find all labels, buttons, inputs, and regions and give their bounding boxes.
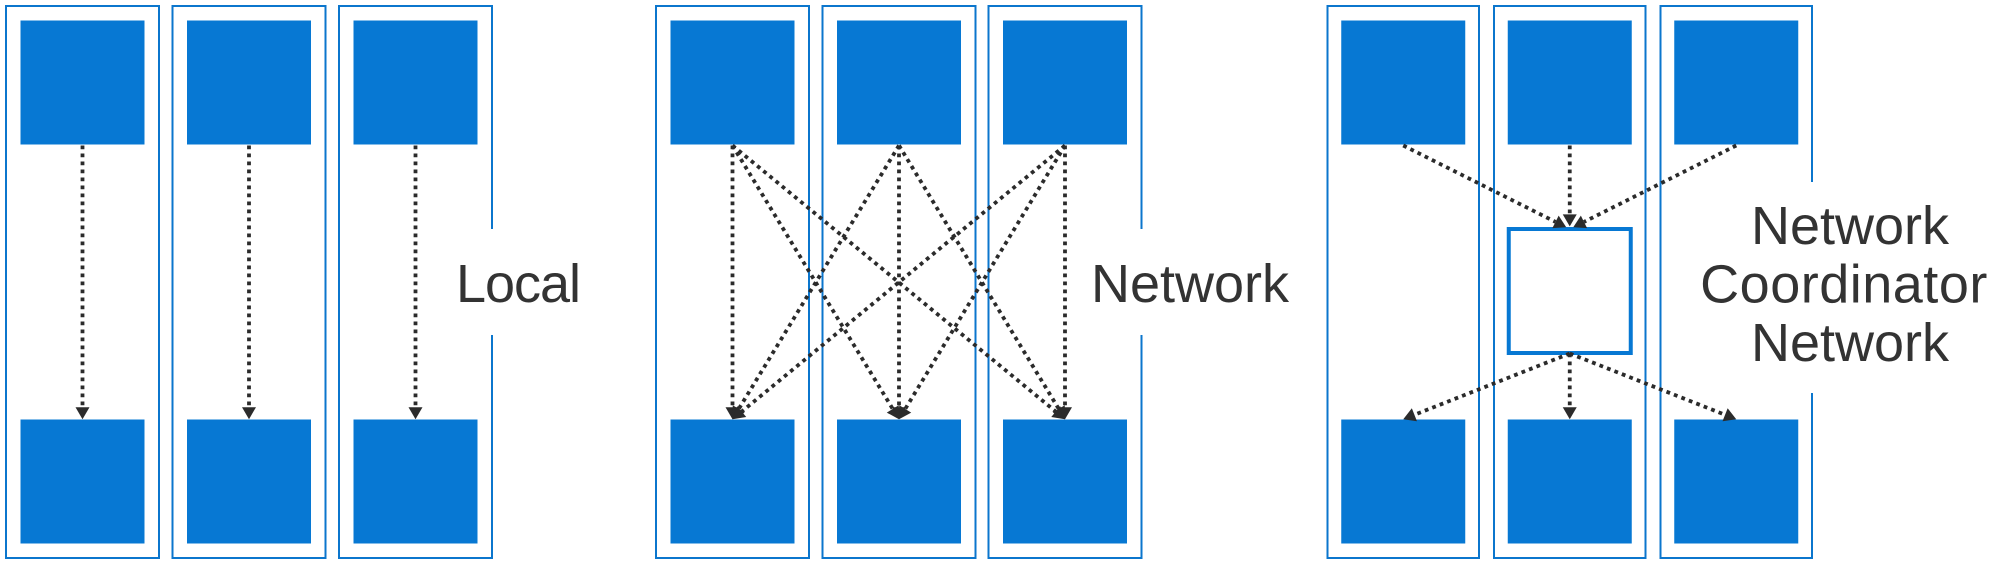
svg-text:Local: Local	[456, 254, 580, 314]
svg-text:Coordinator: Coordinator	[1700, 255, 1988, 315]
svg-text:Network: Network	[1751, 196, 1950, 256]
svg-text:Network: Network	[1751, 313, 1950, 373]
svg-text:Network: Network	[1091, 254, 1290, 314]
